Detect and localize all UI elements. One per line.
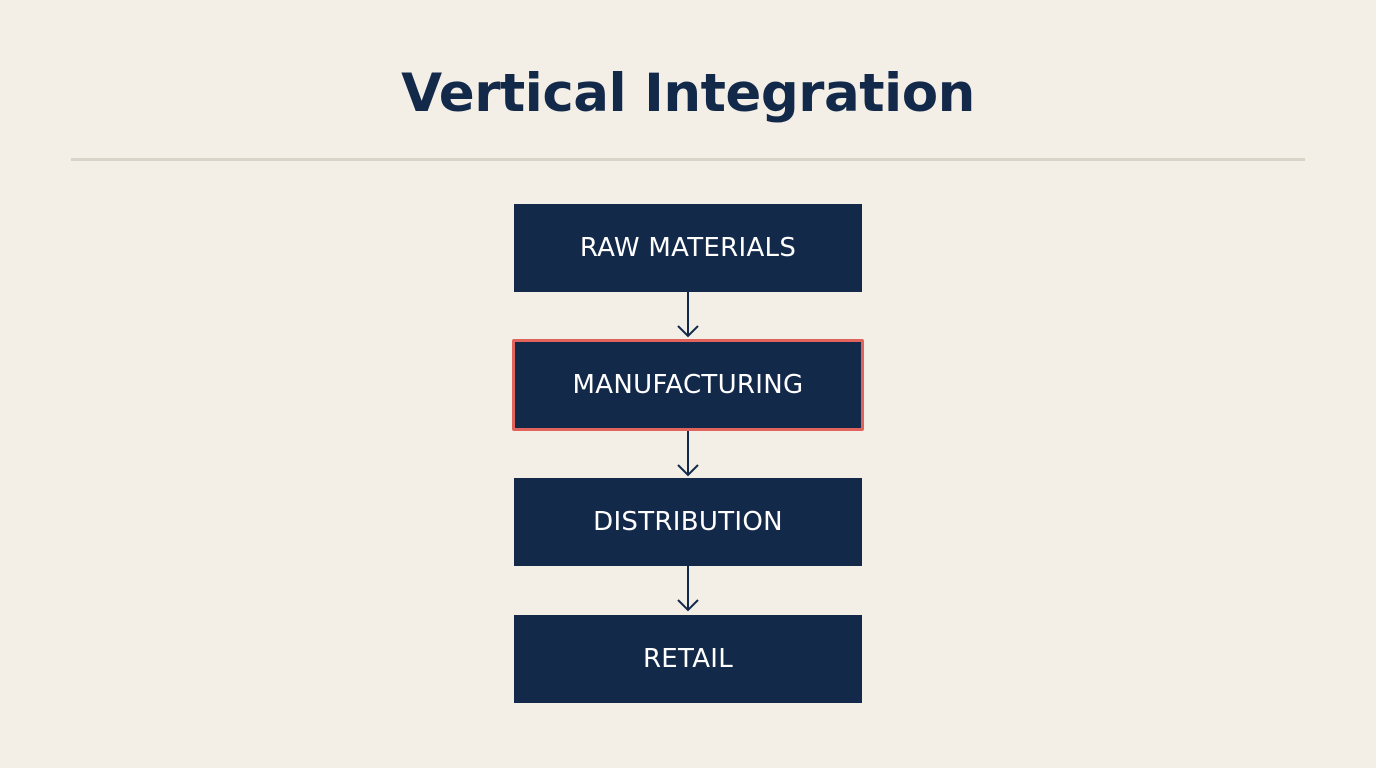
arrow-down-icon bbox=[677, 566, 699, 612]
stage-manufacturing: MANUFACTURING bbox=[512, 339, 864, 431]
stage-distribution: DISTRIBUTION bbox=[514, 478, 862, 566]
page-title: Vertical Integration bbox=[401, 63, 975, 124]
arrow-down-icon bbox=[677, 292, 699, 338]
stage-raw-materials: RAW MATERIALS bbox=[514, 204, 862, 292]
arrow-down-icon bbox=[677, 431, 699, 477]
stage-retail: RETAIL bbox=[514, 615, 862, 703]
title-divider bbox=[71, 158, 1305, 161]
